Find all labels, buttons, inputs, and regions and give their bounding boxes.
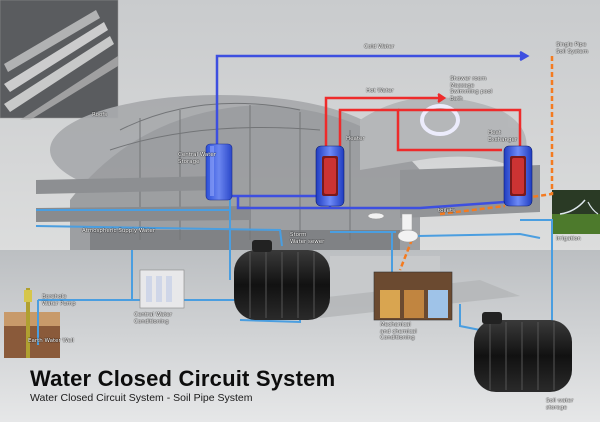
irrigation-label: Irrigation (556, 236, 581, 242)
supply-pipes (35, 192, 553, 345)
shower-label: Shower room Massage Swimming pool Bath (450, 76, 493, 102)
borehole-label: Borehole Water Pump (42, 294, 76, 307)
storm-water-tank (234, 240, 330, 320)
roofs-label: Roofs (92, 112, 108, 118)
mechanical-label: Mechanical and chemical Conditioning (380, 322, 417, 341)
heat-exchanger-tank (503, 145, 533, 207)
atmospheric-label: Atmospheric Supply Water (82, 228, 156, 234)
earth-well-photo (4, 288, 60, 358)
soil-water-tank (474, 312, 572, 392)
soil-pipe (398, 56, 554, 271)
hot-water-label: Hot Water (366, 88, 394, 94)
central-water-storage (205, 143, 233, 201)
irrigation-photo (552, 190, 600, 234)
central-storage-label: Central Water Storage (178, 152, 217, 165)
page-subtitle: Water Closed Circuit System - Soil Pipe … (30, 392, 253, 404)
hot-water-pipes (324, 92, 522, 152)
central-conditioning-unit (139, 269, 185, 309)
roofs-photo (0, 0, 119, 120)
toilets-label: toilets (438, 208, 455, 214)
central-conditioning-label: Central Water Conditioning (134, 312, 173, 325)
soil-storage-label: Soil water storage (546, 398, 574, 411)
heater-label: Heater (346, 136, 365, 142)
earth-well-label: Earth Water Well (28, 338, 75, 344)
cold-water-pipes (215, 50, 530, 210)
single-pipe-label: Single Pipe Soil System (556, 42, 589, 55)
page-title: Water Closed Circuit System (30, 366, 336, 391)
heater-tank (315, 145, 345, 207)
toilet-fixture (367, 212, 419, 243)
cold-water-label: Cold Water (364, 44, 395, 50)
heat-exchanger-label: Heat Exchanger (488, 130, 518, 143)
mechanical-conditioning-unit (373, 271, 453, 321)
storm-sewer-label: Storm Water sewer (290, 232, 325, 245)
